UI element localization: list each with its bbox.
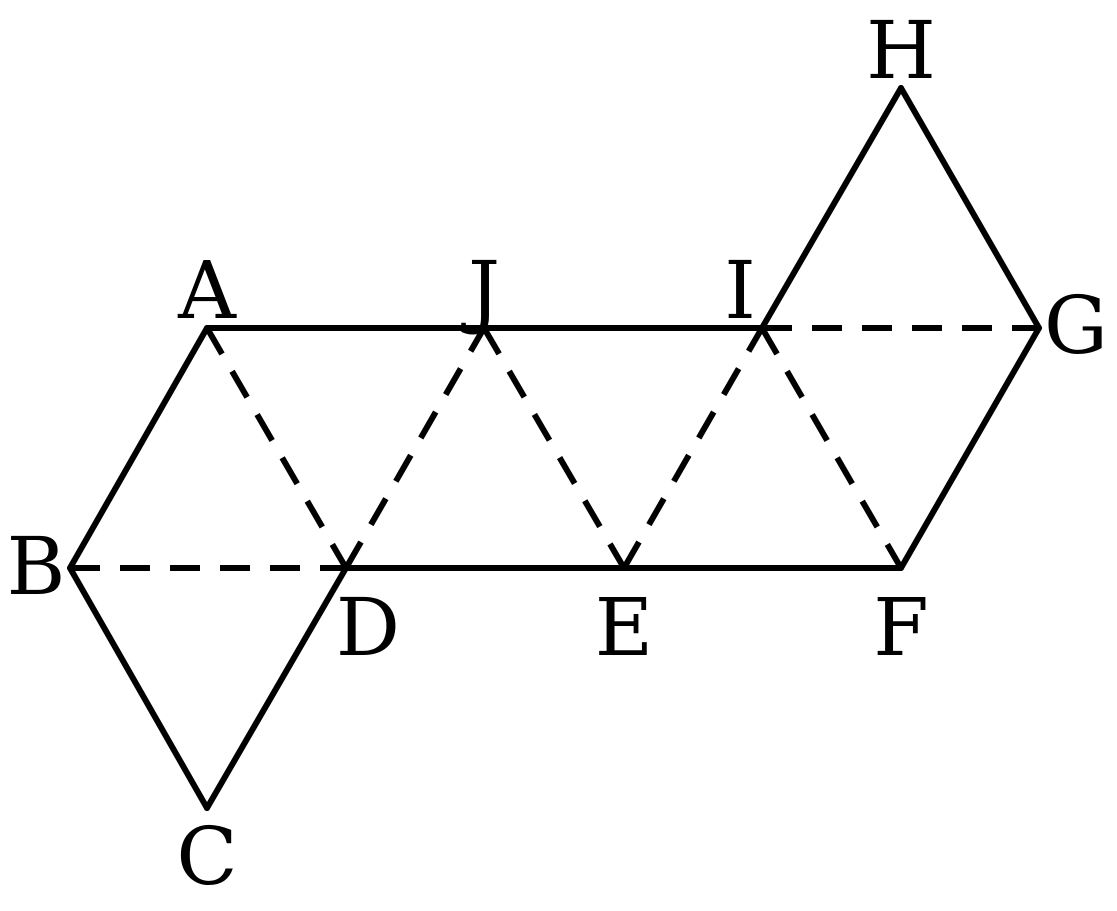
vertex-label-j: J bbox=[461, 244, 500, 337]
vertex-label-b: B bbox=[7, 520, 66, 613]
solid-edge-fg bbox=[898, 325, 1042, 571]
dashed-edge-if bbox=[759, 326, 904, 570]
dashed-edge-dj bbox=[343, 326, 487, 570]
vertex-label-c: C bbox=[176, 810, 237, 903]
vertex-label-e: E bbox=[595, 581, 653, 674]
solid-edge-bc bbox=[67, 565, 210, 811]
labels-layer: A B C D E F G H I J bbox=[7, 4, 1108, 903]
vertex-label-a: A bbox=[177, 244, 237, 337]
solid-edge-gh bbox=[898, 85, 1042, 331]
vertex-label-d: D bbox=[336, 581, 400, 674]
dashed-edge-je bbox=[481, 326, 627, 570]
solid-edge-cd bbox=[204, 565, 349, 811]
solid-edge-ab bbox=[67, 325, 210, 571]
dashed-edge-ei bbox=[621, 326, 765, 570]
vertex-label-f: F bbox=[873, 581, 929, 674]
edges-layer bbox=[67, 85, 1042, 811]
solid-edge-hi bbox=[759, 85, 904, 331]
vertex-label-g: G bbox=[1044, 279, 1108, 372]
vertex-label-h: H bbox=[866, 4, 936, 97]
dashed-edge-ad bbox=[204, 326, 349, 570]
vertex-label-i: I bbox=[724, 244, 756, 337]
